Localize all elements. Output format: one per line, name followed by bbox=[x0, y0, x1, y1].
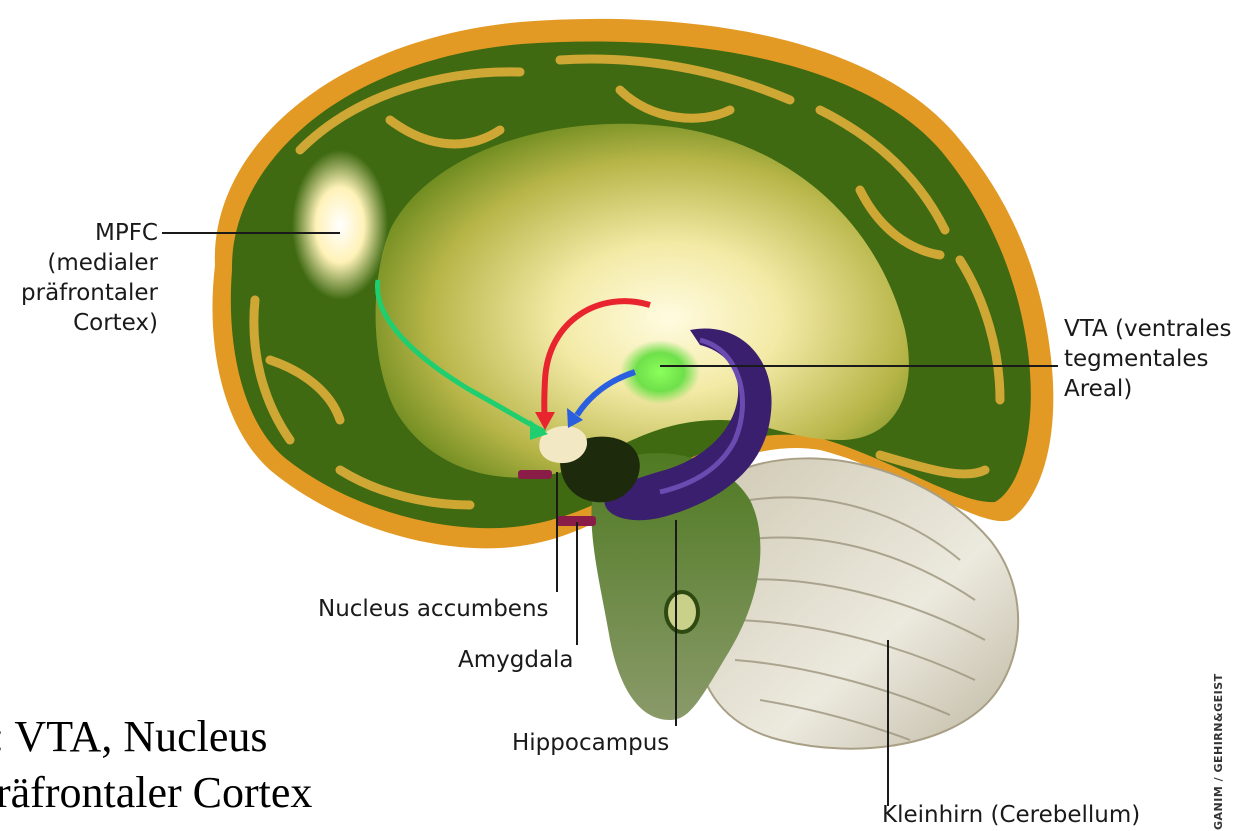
image-credit: GANIM / GEHIRN&GEIST bbox=[1212, 690, 1234, 830]
label-nucleus-accumbens: Nucleus accumbens bbox=[318, 594, 549, 624]
pons-eye bbox=[666, 592, 698, 632]
label-mpfc: MPFC (medialer präfrontaler Cortex) bbox=[0, 218, 158, 338]
label-vta: VTA (ventrales tegmentales Areal) bbox=[1064, 314, 1231, 404]
mpfc-glow bbox=[292, 150, 388, 300]
label-amygdala: Amygdala bbox=[458, 645, 574, 675]
label-hippocampus: Hippocampus bbox=[512, 728, 669, 758]
label-kleinhirn: Kleinhirn (Cerebellum) bbox=[882, 800, 1140, 830]
marker-accumbens bbox=[518, 470, 552, 479]
caption-line-2: räfrontaler Cortex bbox=[0, 768, 312, 818]
caption-line-1: : VTA, Nucleus bbox=[0, 712, 268, 762]
